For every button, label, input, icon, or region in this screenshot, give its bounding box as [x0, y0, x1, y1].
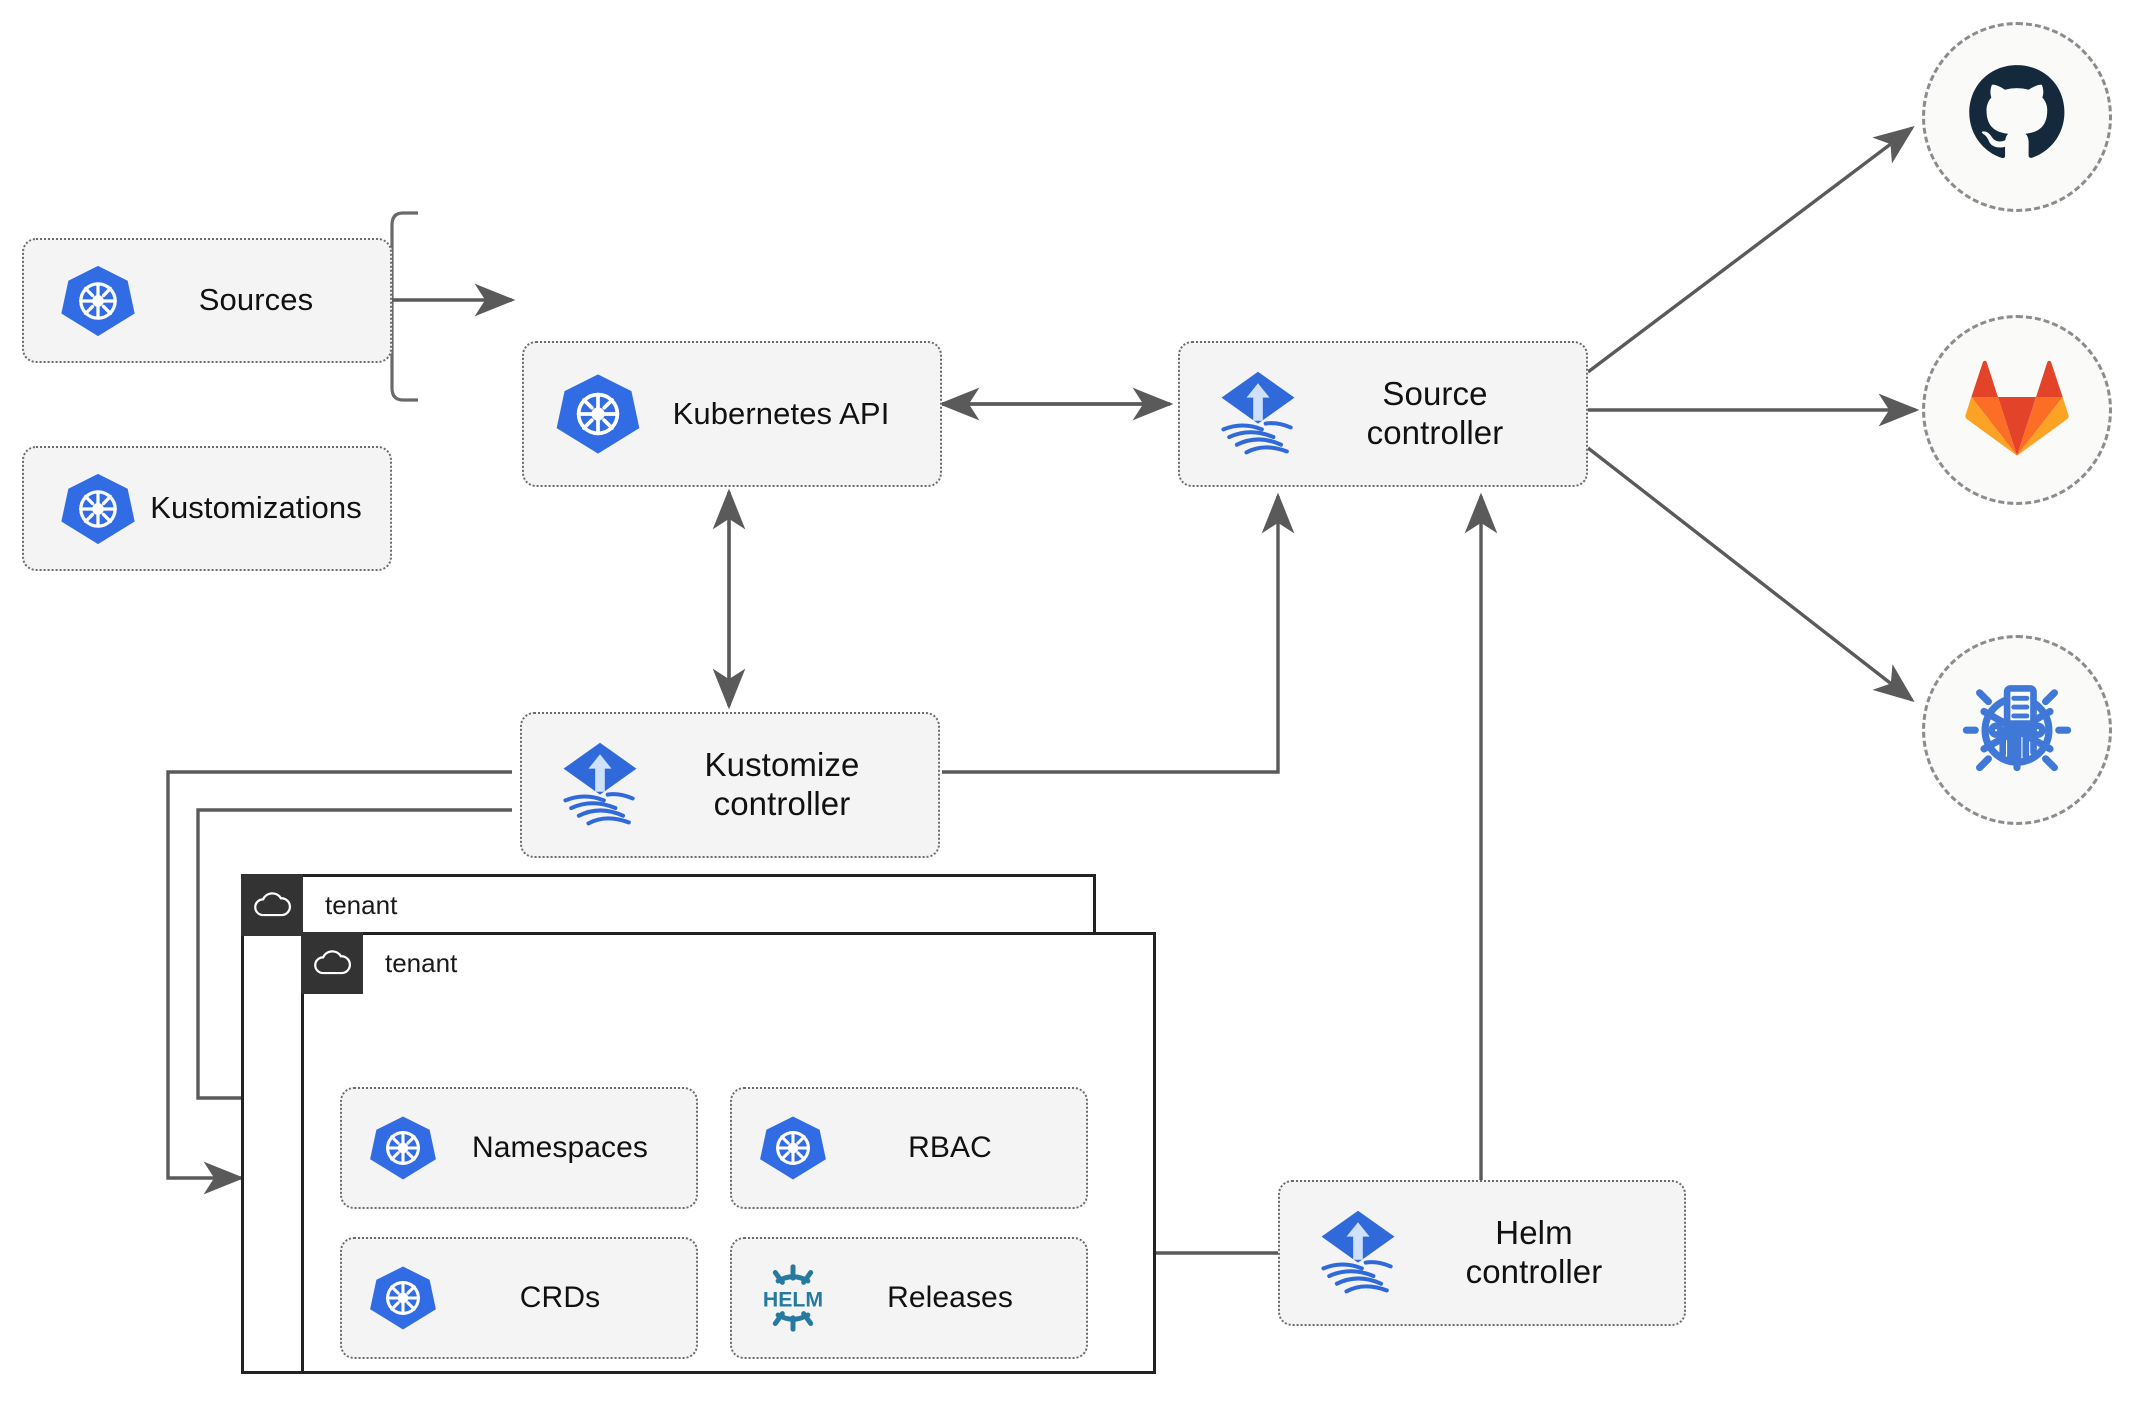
node-releases[interactable]: HELM Releases — [730, 1237, 1088, 1359]
kubernetes-icon — [754, 1113, 832, 1183]
tenant-resources: Namespaces RBAC — [304, 997, 1153, 1371]
flux-icon — [1206, 366, 1310, 462]
tenant-front[interactable]: tenant Namespaces — [301, 932, 1156, 1374]
kubernetes-icon — [364, 1113, 442, 1183]
github-icon — [1965, 63, 2069, 172]
kubernetes-icon — [552, 370, 644, 458]
provider-github[interactable] — [1922, 22, 2112, 212]
cloud-icon — [301, 932, 363, 994]
provider-gitlab[interactable] — [1922, 315, 2112, 505]
helm-icon: HELM — [754, 1262, 832, 1334]
node-label: Kustomize controller — [704, 746, 860, 822]
kubernetes-icon — [52, 470, 144, 548]
cloud-icon — [241, 874, 303, 936]
node-kubernetes-api[interactable]: Kubernetes API — [522, 341, 942, 487]
provider-helm-repository[interactable] — [1922, 635, 2112, 825]
node-rbac[interactable]: RBAC — [730, 1087, 1088, 1209]
node-namespaces[interactable]: Namespaces — [340, 1087, 698, 1209]
node-label: RBAC — [908, 1131, 992, 1165]
node-sources[interactable]: Sources — [22, 238, 392, 363]
node-label: Kubernetes API — [672, 395, 890, 431]
tenant-title-bar: tenant — [301, 932, 457, 994]
tenant-title-bar: tenant — [241, 874, 397, 936]
node-label: Kustomizations — [150, 490, 362, 526]
node-label: Source controller — [1366, 375, 1504, 451]
tenant-label: tenant — [325, 889, 398, 920]
node-label: CRDs — [519, 1281, 601, 1315]
node-label: Helm controller — [1465, 1214, 1603, 1290]
flux-icon — [548, 737, 652, 833]
kubernetes-icon — [52, 262, 144, 340]
node-label: Releases — [887, 1281, 1013, 1315]
node-crds[interactable]: CRDs — [340, 1237, 698, 1359]
node-label: Namespaces — [471, 1131, 649, 1165]
node-kustomizations[interactable]: Kustomizations — [22, 446, 392, 571]
node-source-controller[interactable]: Source controller — [1178, 341, 1588, 487]
node-label: Sources — [198, 282, 314, 318]
helm-repository-icon — [1962, 673, 2072, 788]
node-helm-controller[interactable]: Helm controller — [1278, 1180, 1686, 1326]
gitlab-icon — [1965, 358, 2069, 463]
flux-icon — [1306, 1205, 1410, 1301]
kubernetes-icon — [364, 1263, 442, 1333]
tenant-label: tenant — [385, 947, 458, 978]
svg-text:HELM: HELM — [763, 1288, 823, 1312]
node-kustomize-controller[interactable]: Kustomize controller — [520, 712, 940, 858]
